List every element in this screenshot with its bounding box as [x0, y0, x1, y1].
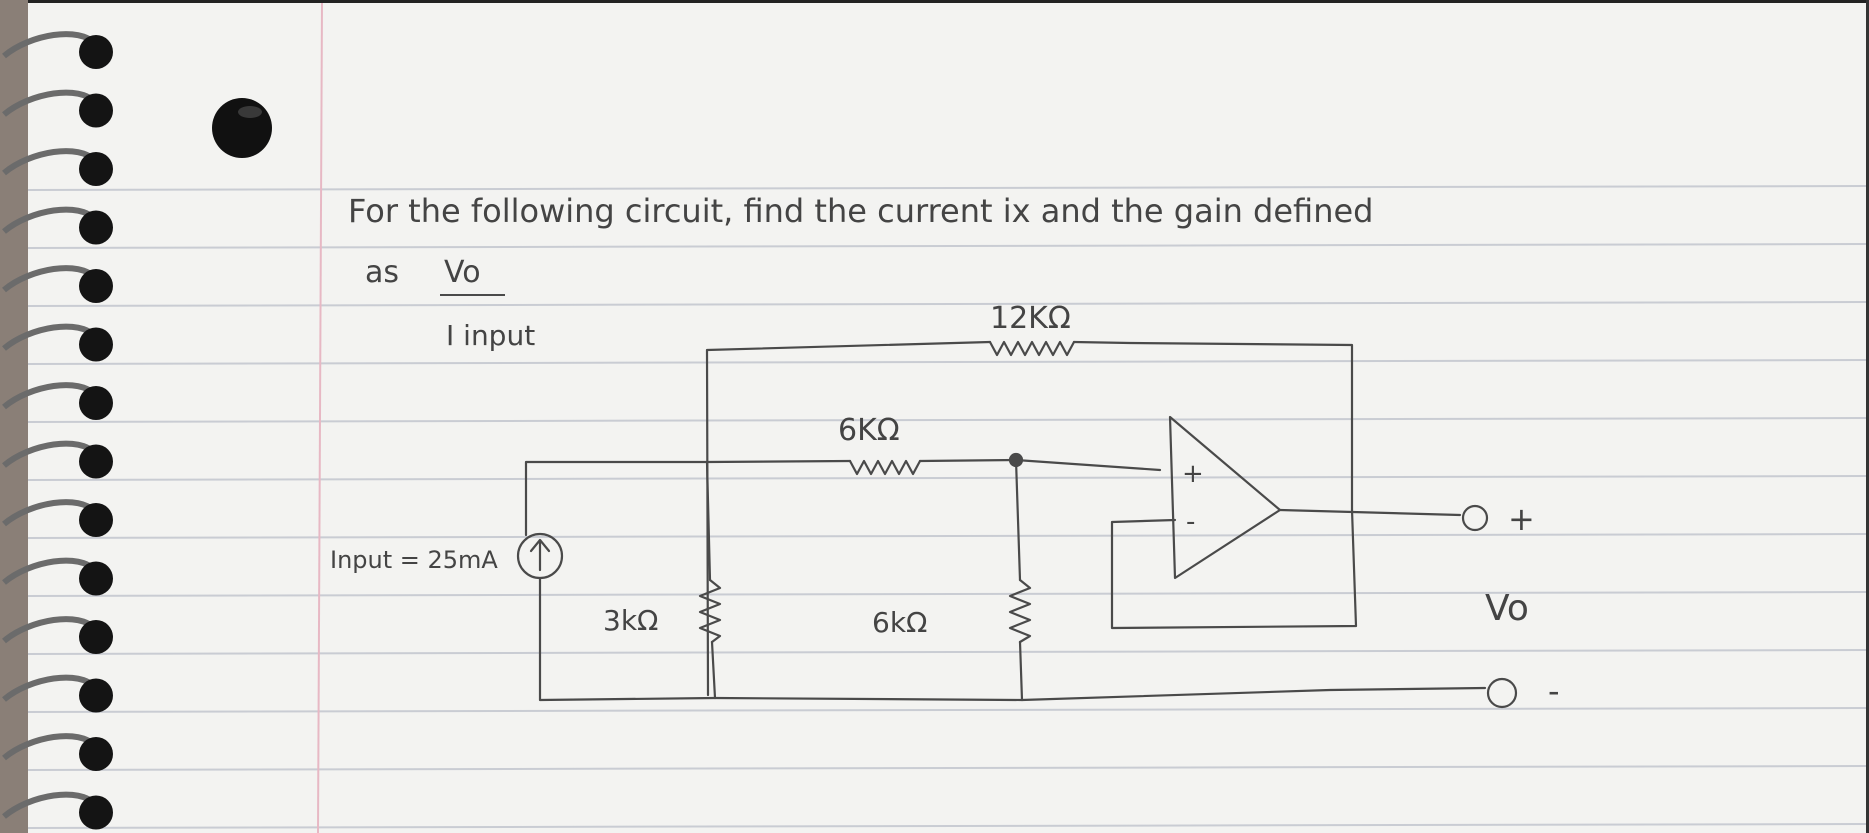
circuit-diagram: [516, 340, 1518, 709]
ruled-line: [27, 417, 1867, 423]
circuit-labels: 12KΩ 6KΩ 3kΩ 6kΩ Input = 25mA + - + - Vo: [330, 301, 1560, 710]
margin-line: [317, 0, 323, 833]
spiral-binding: [2, 31, 113, 830]
right-shunt-wire-top: [1014, 458, 1022, 582]
ruled-line: [27, 475, 1867, 481]
binding-strip: [0, 0, 28, 833]
fraction-numerator: Vo: [444, 255, 481, 290]
ruled-line: [27, 301, 1867, 307]
ruled-line: [27, 185, 1867, 191]
output-voltage-label: Vo: [1485, 588, 1529, 629]
output-terminal-plus: [1461, 504, 1489, 532]
opamp-minus-sign: -: [1186, 507, 1195, 537]
binding-hole: [79, 93, 113, 128]
resistor-3k-zigzag: [698, 578, 722, 644]
ruled-line: [27, 533, 1867, 539]
binding-hole: [79, 503, 113, 537]
label-source: Input = 25mA: [330, 546, 498, 574]
binding-hole: [79, 386, 113, 420]
opamp-plus-sign: +: [1182, 459, 1204, 489]
ruled-line: [27, 765, 1867, 771]
problem-statement: For the following circuit, find the curr…: [348, 192, 1373, 352]
current-source-arrow-icon: [529, 538, 551, 572]
series-wire-right: [918, 458, 1162, 472]
top-edge: [0, 0, 1869, 3]
fraction-denominator: I input: [446, 319, 535, 352]
feedback-wire-right: [1072, 340, 1354, 512]
resistor-6k-shunt-zigzag: [1008, 578, 1032, 644]
ruled-lines: [27, 185, 1867, 829]
output-plus-sign: +: [1508, 500, 1535, 538]
ruled-line: [27, 707, 1867, 713]
right-edge: [1866, 0, 1869, 833]
series-wire-left: [705, 459, 852, 464]
ruled-line: [27, 649, 1867, 655]
output-minus-sign: -: [1548, 672, 1560, 710]
label-6k-series: 6KΩ: [838, 413, 900, 448]
binding-hole: [79, 620, 113, 654]
binding-hole: [79, 327, 113, 362]
ruled-line: [27, 591, 1867, 597]
source-bottom-wire: [538, 576, 717, 702]
current-source: [516, 532, 564, 580]
problem-line-1: For the following circuit, find the curr…: [348, 192, 1373, 230]
resistor-6k-series-zigzag: [848, 459, 922, 476]
label-12k: 12KΩ: [990, 301, 1071, 336]
ruled-line: [27, 359, 1867, 365]
resistor-12k-zigzag: [988, 340, 1076, 357]
binding-hole: [79, 678, 113, 713]
opamp-triangle: [1168, 415, 1282, 580]
binding-hole: [79, 444, 113, 479]
left-shunt-wire-bottom: [710, 640, 717, 700]
left-shunt-wire-top: [705, 460, 712, 582]
source-top-wire: [524, 460, 709, 537]
feedback-wire-left: [705, 340, 992, 697]
ruled-line: [27, 823, 1867, 829]
binding-hole: [79, 152, 113, 186]
hole-punch-highlight: [238, 106, 262, 118]
ruled-line: [27, 243, 1867, 249]
label-6k-shunt: 6kΩ: [872, 606, 927, 639]
binding-hole: [79, 561, 113, 596]
problem-line-2-prefix: as: [365, 255, 399, 290]
binding-hole: [79, 269, 113, 303]
output-terminal-minus: [1486, 677, 1518, 709]
label-3k: 3kΩ: [603, 604, 658, 637]
binding-hole: [79, 737, 113, 771]
binding-hole: [79, 35, 113, 69]
output-wire: [1278, 508, 1462, 517]
binding-hole: [79, 795, 113, 830]
hole-punch-icon: [212, 98, 272, 158]
ground-wire: [713, 686, 1487, 702]
binding-hole: [79, 210, 113, 245]
opamp-feedback-loop: [1110, 508, 1358, 630]
right-shunt-wire-bottom: [1018, 640, 1024, 702]
